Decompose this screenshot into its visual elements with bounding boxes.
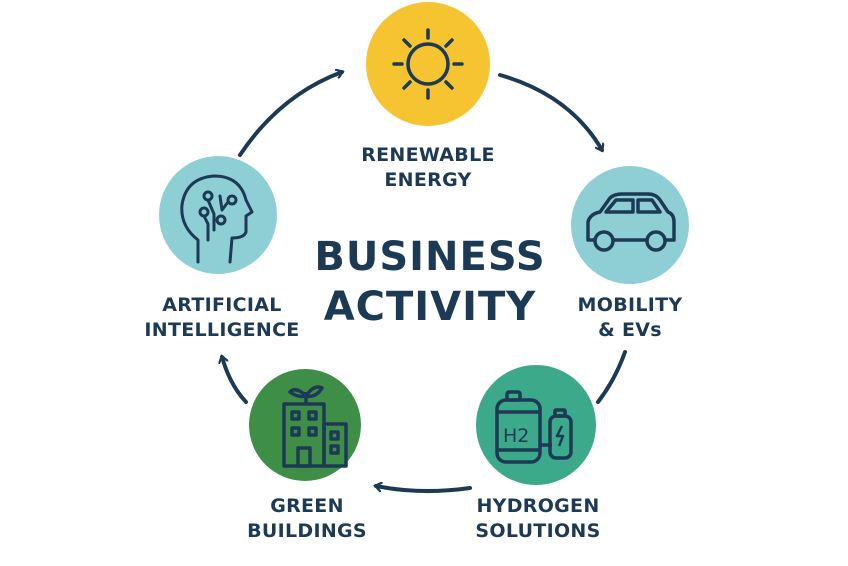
arrow-mobility-to-hydrogen: [596, 350, 627, 404]
label-line: GREEN: [270, 495, 344, 517]
green-building-icon: [282, 385, 348, 468]
title-line-1: BUSINESS: [314, 234, 546, 280]
ai-head-icon: [180, 174, 254, 264]
h2-label: H2: [503, 425, 529, 447]
label-line: SOLUTIONS: [475, 520, 601, 542]
center-title: BUSINESS ACTIVITY: [314, 232, 545, 332]
label-line: ENERGY: [384, 169, 472, 191]
arrow-hydrogen-to-buildings: [376, 486, 472, 494]
label-line: INTELLIGENCE: [144, 319, 300, 341]
label-line: & EVs: [598, 319, 662, 341]
label-line: MOBILITY: [577, 294, 683, 316]
label-renewable-energy: RENEWABLE ENERGY: [361, 143, 495, 193]
title-line-2: ACTIVITY: [323, 284, 537, 330]
arrow-renewable-to-mobility: [498, 73, 602, 150]
arrow-ai-to-renewable: [238, 72, 342, 157]
label-line: ARTIFICIAL: [162, 294, 282, 316]
label-line: HYDROGEN: [476, 495, 600, 517]
hydrogen-node: H2: [476, 365, 596, 485]
sun-icon: [392, 28, 464, 100]
label-green-buildings: GREEN BUILDINGS: [247, 494, 367, 544]
label-mobility: MOBILITY & EVs: [578, 293, 683, 343]
arrow-buildings-to-ai: [222, 357, 248, 404]
mobility-node: [571, 166, 689, 284]
label-line: BUILDINGS: [247, 520, 367, 542]
hydrogen-tank-icon: [495, 390, 573, 464]
green-buildings-node: [249, 369, 361, 481]
car-icon: [586, 192, 676, 252]
renewable-energy-node: [366, 2, 490, 126]
label-ai: ARTIFICIAL INTELLIGENCE: [144, 293, 299, 343]
label-hydrogen: HYDROGEN SOLUTIONS: [475, 494, 600, 544]
ai-node: [159, 156, 277, 274]
label-line: RENEWABLE: [361, 144, 495, 166]
